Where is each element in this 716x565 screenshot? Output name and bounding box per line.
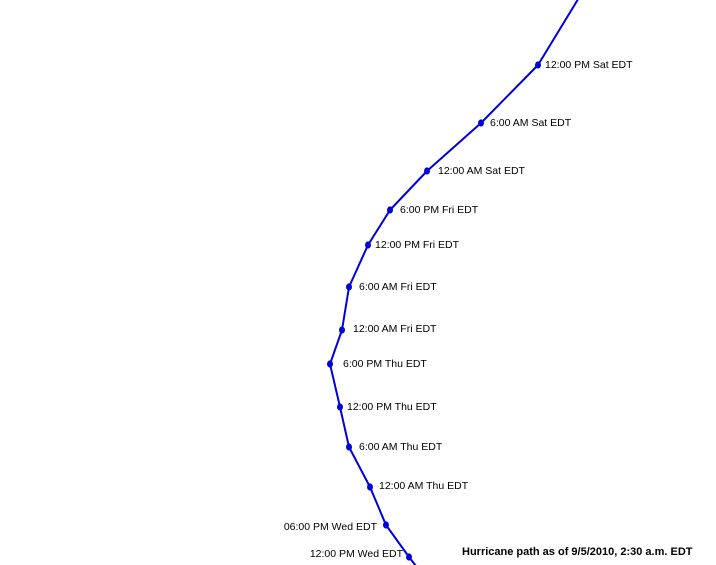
track-point-marker [346,283,352,291]
track-point-label: 12:00 AM Sat EDT [438,165,526,177]
track-point: 6:00 AM Fri EDT [346,281,437,293]
track-point-marker [387,206,393,214]
track-point-marker [424,167,430,175]
track-point-label: 6:00 AM Fri EDT [359,281,437,293]
track-points: 12:00 PM Sat EDT 6:00 AM Sat EDT 12:00 AM … [284,59,633,561]
track-point: 12:00 PM Thu EDT [337,401,437,413]
track-point-marker [365,241,371,249]
track-point: 12:00 PM Fri EDT [365,239,460,251]
track-point-label: 12:00 PM Fri EDT [375,239,460,251]
track-point-label: 06:00 PM Wed EDT [284,521,378,533]
track-point-label: 12:00 AM Thu EDT [379,480,469,492]
track-point-marker [367,483,373,491]
track-point: 06:00 PM Wed EDT [284,521,389,533]
track-point-label: 12:00 PM Wed EDT [310,548,404,560]
track-point-label: 6:00 PM Fri EDT [400,204,479,216]
track-point-marker [535,61,541,69]
track-point: 6:00 AM Thu EDT [346,441,443,453]
track-point: 12:00 PM Wed EDT [310,548,412,561]
track-point-marker [346,443,352,451]
track-point-label: 12:00 AM Fri EDT [353,323,437,335]
track-point-marker [339,326,345,334]
track-point-label: 6:00 AM Thu EDT [359,441,443,453]
track-point: 6:00 PM Fri EDT [387,204,479,216]
track-point-label: 12:00 PM Sat EDT [545,59,633,71]
track-point: 12:00 AM Fri EDT [339,323,437,335]
map-caption: Hurricane path as of 9/5/2010, 2:30 a.m.… [462,546,693,558]
track-point: 6:00 PM Thu EDT [327,358,427,370]
track-point-label: 6:00 AM Sat EDT [490,117,572,129]
track-point-marker [327,360,333,368]
track-point-marker [383,521,389,529]
track-point-label: 12:00 PM Thu EDT [347,401,437,413]
track-point: 12:00 PM Sat EDT [535,59,633,71]
track-point: 12:00 AM Sat EDT [424,165,526,177]
track-point-label: 6:00 PM Thu EDT [343,358,427,370]
track-point-marker [337,403,343,411]
track-point: 6:00 AM Sat EDT [478,117,572,129]
track-point: 12:00 AM Thu EDT [367,480,469,492]
track-point-marker [478,119,484,127]
track-point-marker [406,553,412,561]
